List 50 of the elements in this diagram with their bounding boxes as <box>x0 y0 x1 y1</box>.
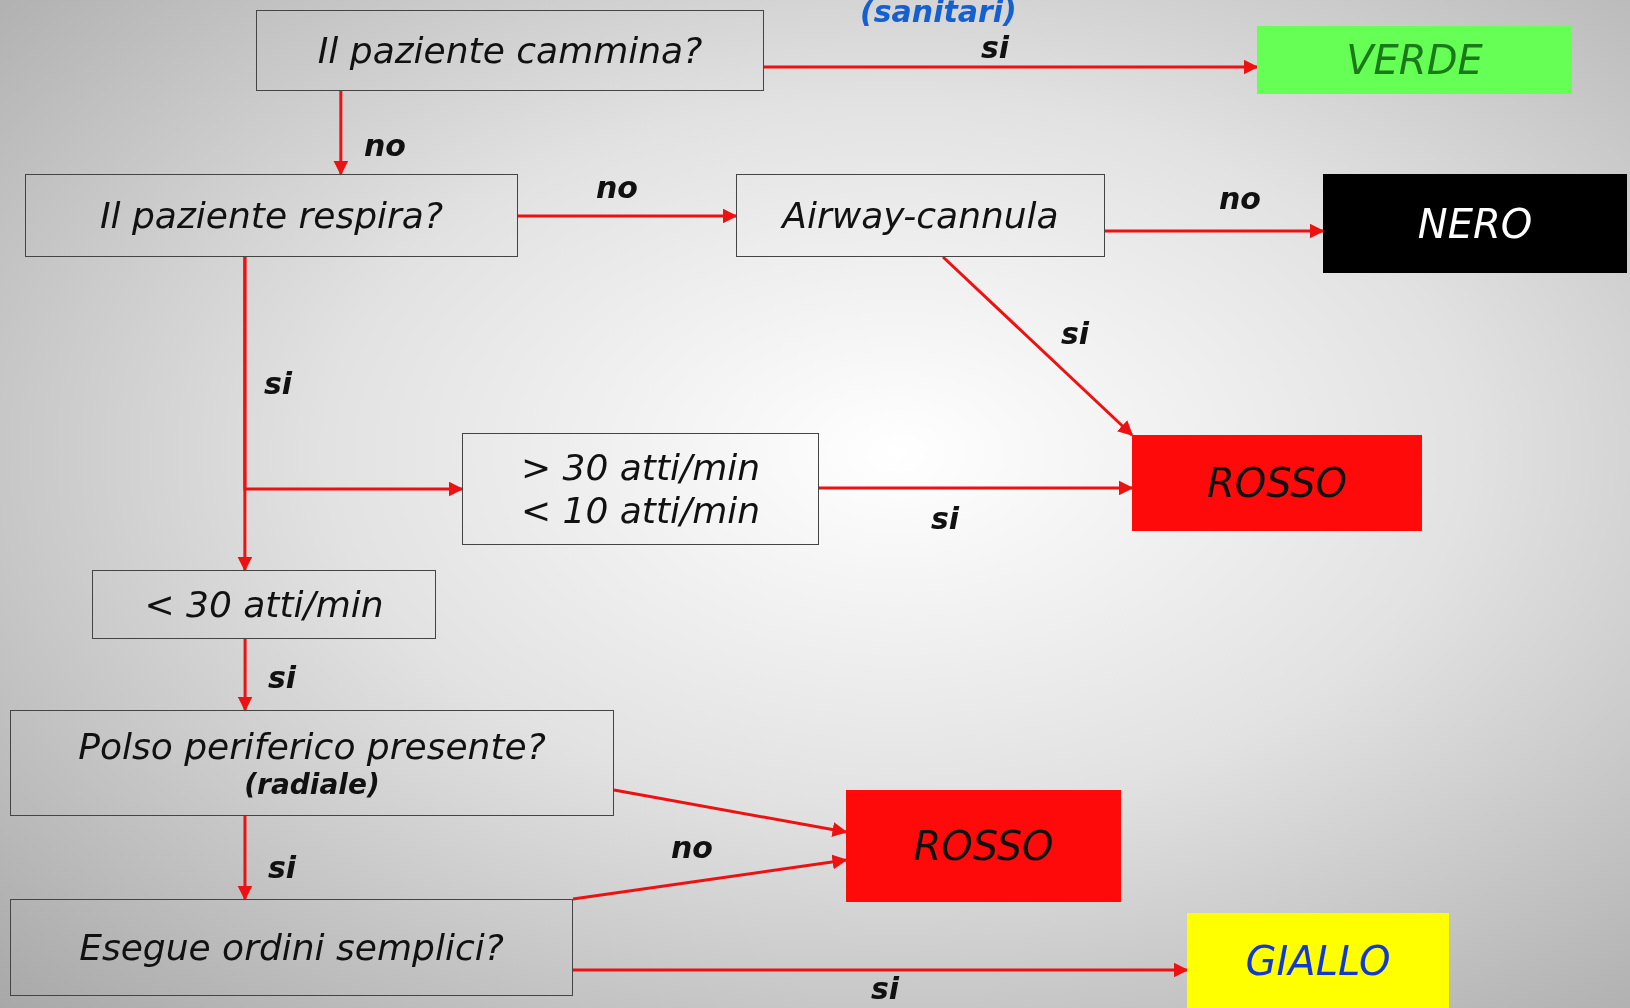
edge-label: si <box>263 365 293 401</box>
arrow <box>941 255 1134 437</box>
edge-label: si <box>267 849 297 885</box>
arrow <box>613 788 848 837</box>
edge-label: si <box>1060 315 1090 351</box>
arrow <box>819 480 1134 496</box>
edge-label: no <box>596 169 638 205</box>
node-text: Polso periferico presente? <box>78 724 546 768</box>
node-text: (radiale) <box>244 767 380 802</box>
node-text: VERDE <box>1346 36 1483 84</box>
node-text: Il paziente cammina? <box>317 28 703 73</box>
question-box <box>256 10 764 91</box>
question-box <box>10 710 614 816</box>
arrow <box>237 816 253 901</box>
edge-label: no <box>1219 180 1261 216</box>
question-box <box>462 433 819 545</box>
triage-color-box <box>846 790 1121 902</box>
node-text: Esegue ordini semplici? <box>79 925 504 970</box>
arrow <box>573 962 1189 978</box>
edge-label: no <box>671 829 713 865</box>
node-text: Il paziente respira? <box>99 193 444 238</box>
edge-label: si <box>870 970 900 1006</box>
question-box <box>736 174 1105 257</box>
node-text: < 10 atti/min <box>520 489 761 533</box>
triage-color-box <box>1132 435 1422 531</box>
triage-color-box <box>1323 174 1627 273</box>
edge-label: si <box>980 29 1010 65</box>
edge-label: si <box>930 500 960 536</box>
arrow <box>237 257 253 572</box>
question-box <box>25 174 518 257</box>
arrow <box>518 208 738 224</box>
question-box <box>92 570 436 639</box>
arrow <box>333 91 349 176</box>
triage-color-box <box>1187 913 1449 1008</box>
arrow <box>572 854 848 901</box>
node-text: GIALLO <box>1245 936 1391 985</box>
node-text: ROSSO <box>1206 459 1348 507</box>
arrow <box>764 59 1259 75</box>
node-text: NERO <box>1417 199 1533 248</box>
arrow <box>1105 223 1325 239</box>
edge-label: si <box>267 659 297 695</box>
edge-label: no <box>364 127 406 163</box>
node-text: ROSSO <box>913 822 1054 870</box>
note-text: (sanitari) <box>860 0 1017 29</box>
arrow <box>237 639 253 712</box>
triage-color-box <box>1257 26 1572 94</box>
node-text: Airway-cannula <box>782 193 1059 238</box>
node-text: > 30 atti/min <box>520 445 761 489</box>
node-text: < 30 atti/min <box>144 582 384 627</box>
question-box <box>10 899 573 996</box>
